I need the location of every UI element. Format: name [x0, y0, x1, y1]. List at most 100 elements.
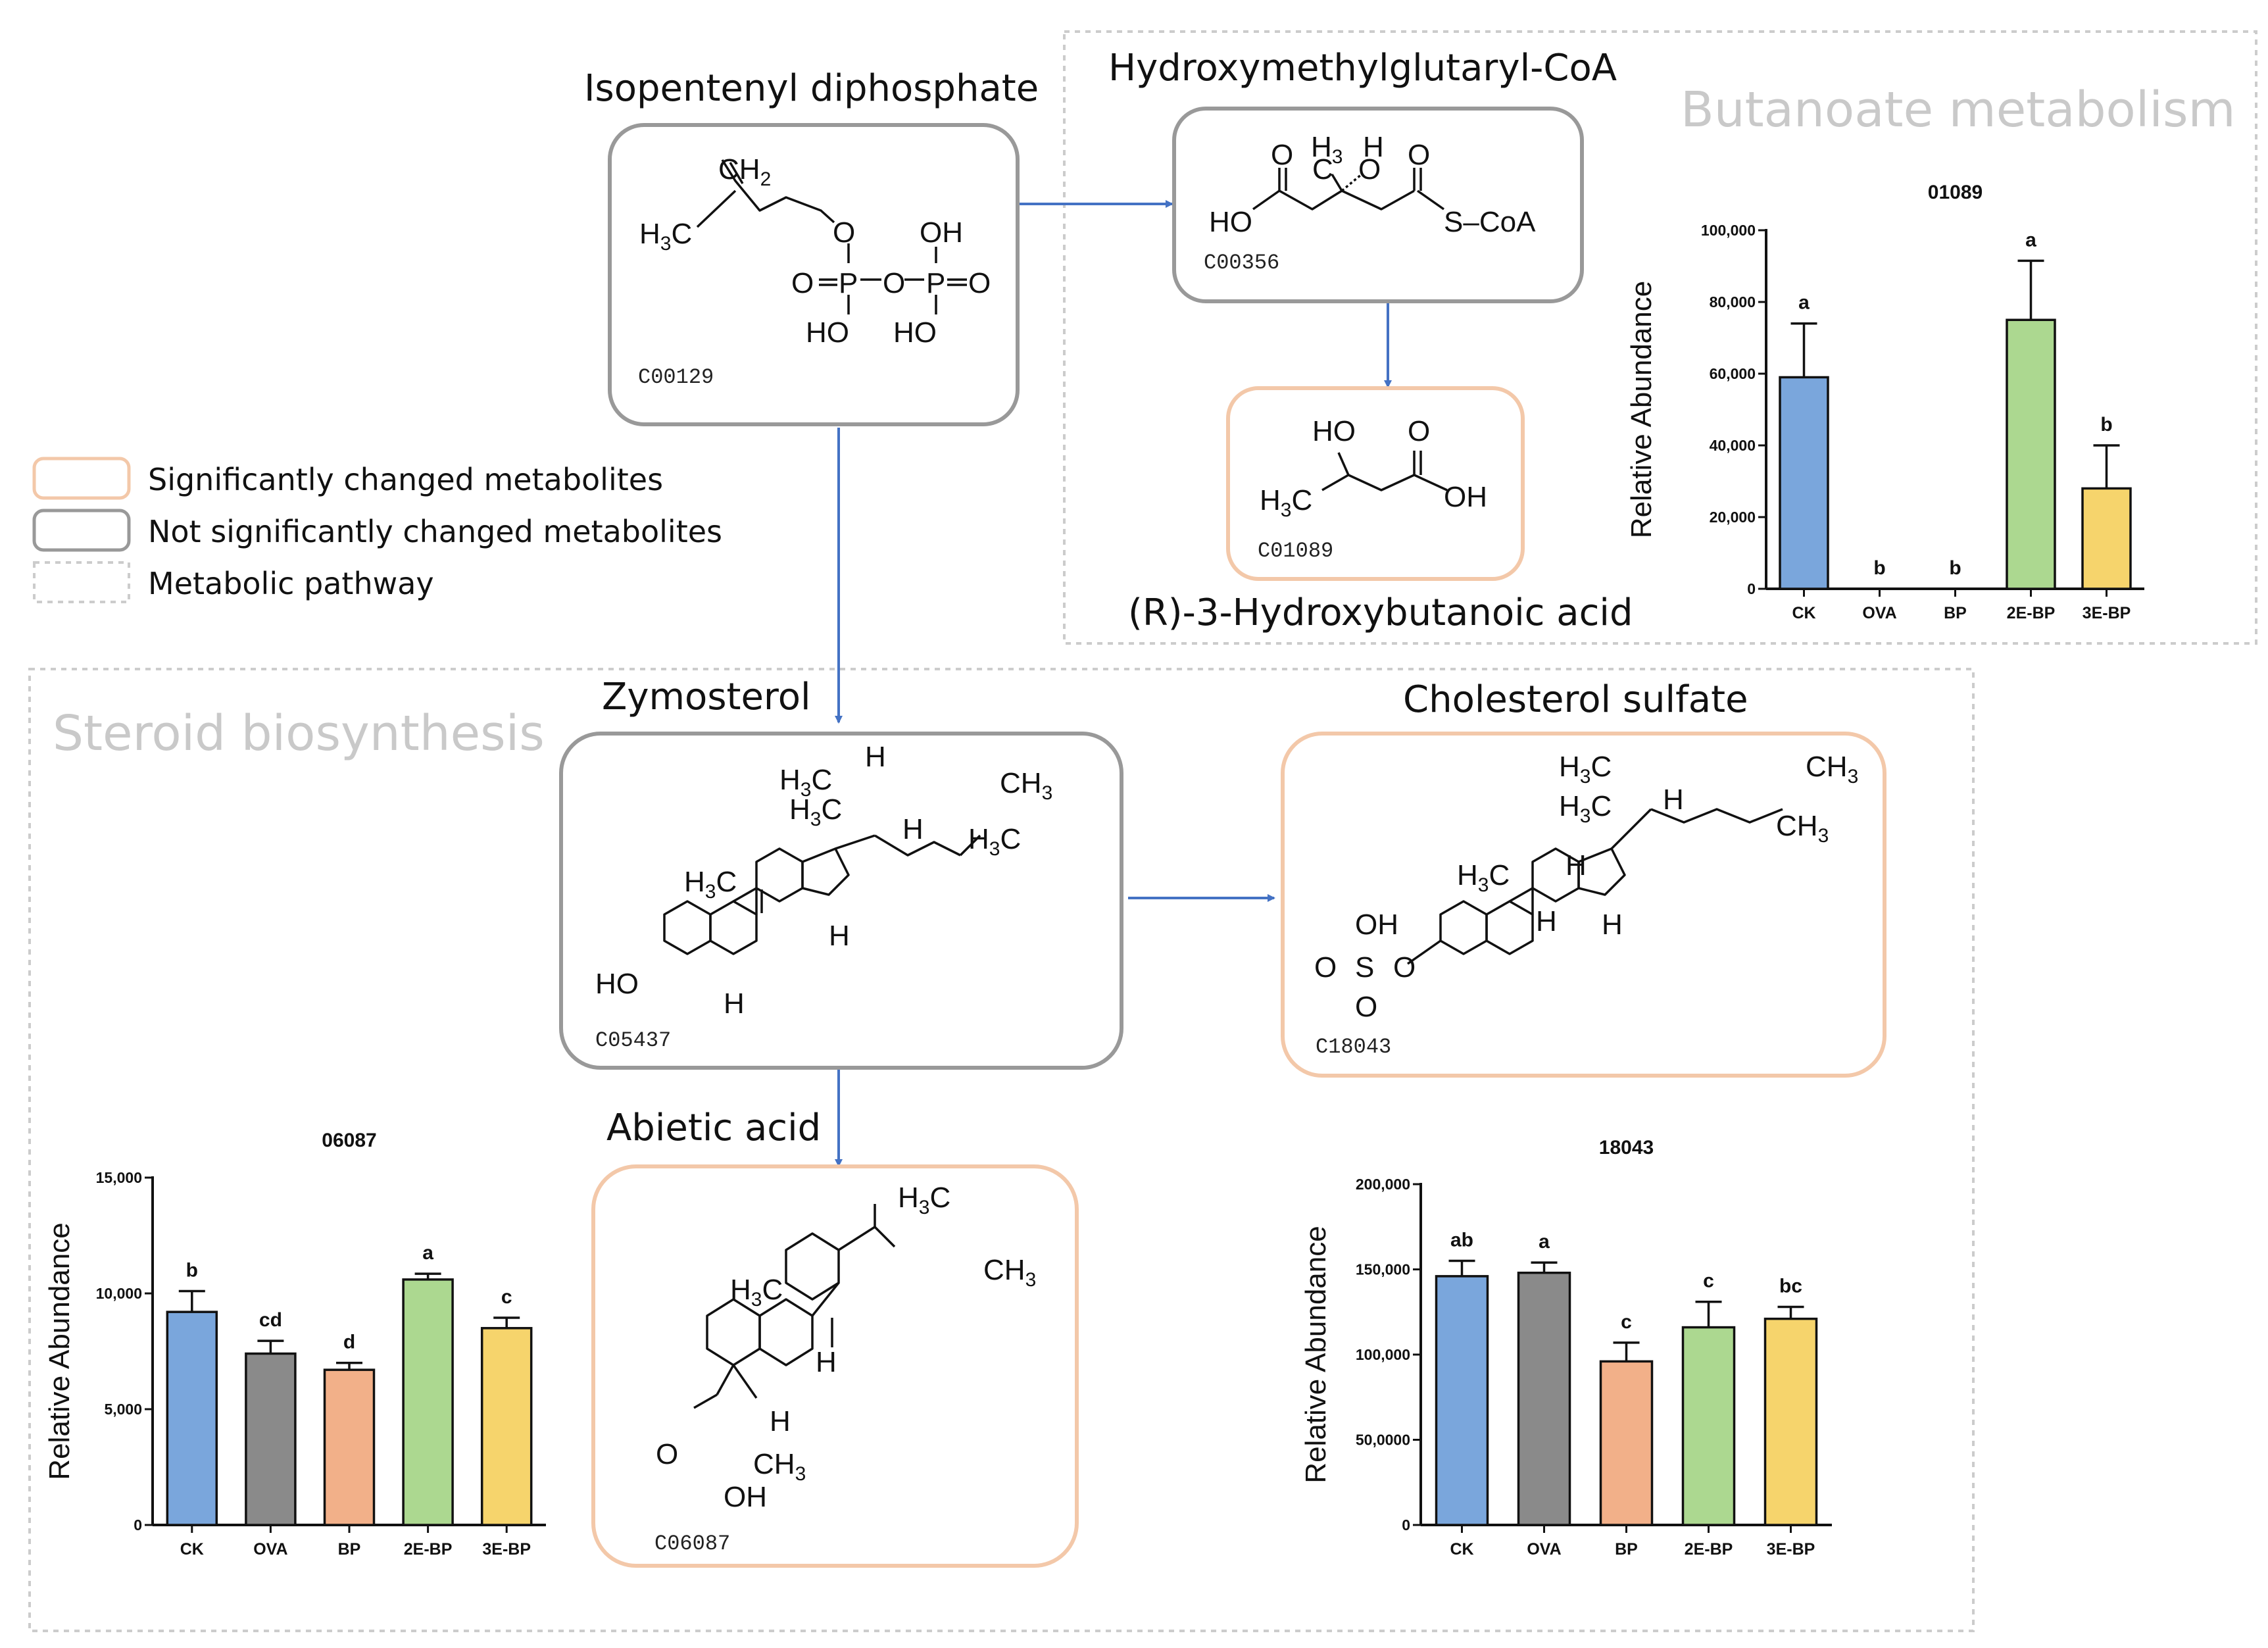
- legend-pathway-label: Metabolic pathway: [148, 566, 434, 601]
- abi-h3c-2-sub: 3: [751, 1289, 762, 1311]
- chs-ch3-1-c: CH: [1806, 751, 1848, 783]
- significance-letter: c: [1703, 1270, 1714, 1292]
- zym-h-top: H: [865, 741, 886, 773]
- ipp-ho-1: HO: [806, 316, 849, 349]
- x-tick-label: BP: [1944, 604, 1967, 622]
- ipp-h3c-c: C: [671, 218, 692, 250]
- zym-h3c-2-h: H: [789, 793, 810, 826]
- hmg-h3: H: [1311, 131, 1332, 163]
- significance-letter: b: [1949, 557, 1961, 579]
- x-tick-label: CK: [1450, 1540, 1473, 1559]
- ipp-o-mid: O: [883, 267, 905, 299]
- chs-ch3-2-c: CH: [1776, 810, 1818, 842]
- abi-o: O: [656, 1438, 678, 1470]
- zym-name: Zymosterol: [602, 676, 811, 718]
- chs-h3c-3-h: H: [1559, 751, 1580, 783]
- svg-text:CH3: CH3: [1000, 767, 1052, 804]
- chs-h3c-2-h: H: [1559, 790, 1580, 822]
- abi-ch3-2-c: CH: [753, 1448, 795, 1480]
- abi-h-1: H: [816, 1346, 837, 1378]
- hba-structure: HO O H3C OH: [1260, 415, 1487, 521]
- significance-letter: bc: [1779, 1275, 1802, 1297]
- zym-h3c-4-sub: 3: [989, 838, 1000, 860]
- y-tick-label: 100,000: [1356, 1346, 1410, 1363]
- significance-letter: c: [1621, 1311, 1632, 1333]
- chs-ch3-2-sub: 3: [1818, 825, 1829, 847]
- zym-h3c-3-c: C: [811, 764, 832, 796]
- chs-h3c-1-sub: 3: [1478, 874, 1489, 896]
- chs-o-left: O: [1314, 951, 1337, 984]
- svg-text:H3C: H3C: [779, 764, 832, 801]
- zym-h3c-1-c: C: [716, 866, 737, 898]
- chs-ch3-1-sub: 3: [1848, 766, 1859, 787]
- steroid-pathway-title: Steroid biosynthesis: [53, 705, 545, 762]
- ipp-h3c-sub: 3: [660, 233, 672, 255]
- significance-letter: b: [2100, 414, 2112, 436]
- svg-text:H3C: H3C: [1260, 484, 1312, 521]
- y-tick-label: 0: [1402, 1516, 1410, 1534]
- abi-name: Abietic acid: [606, 1107, 821, 1149]
- chs-code: C18043: [1316, 1035, 1391, 1059]
- significance-letter: b: [1873, 557, 1885, 579]
- hmg-code: C00356: [1204, 251, 1279, 275]
- bar: [1681, 1326, 1736, 1526]
- y-tick-label: 150,000: [1356, 1261, 1410, 1278]
- x-tick-label: BP: [338, 1540, 361, 1559]
- y-tick-label: 80,000: [1710, 293, 1756, 311]
- chs-name: Cholesterol sulfate: [1403, 678, 1748, 721]
- bar: [2081, 487, 2132, 590]
- svg-text:CH3: CH3: [983, 1254, 1036, 1291]
- svg-text:CH3: CH3: [1806, 751, 1858, 787]
- chs-h-3: H: [1536, 905, 1557, 937]
- svg-text:H3C: H3C: [968, 823, 1021, 860]
- zym-h3c-4-h: H: [968, 823, 989, 855]
- hba-oh: OH: [1444, 481, 1487, 513]
- chs-box: [1281, 732, 1886, 1078]
- steroid-pathway-box: [28, 668, 1975, 1632]
- ipp-ho-2: HO: [893, 316, 937, 349]
- zym-code: C05437: [595, 1028, 671, 1053]
- significance-letter: d: [343, 1332, 355, 1353]
- svg-text:H3C: H3C: [1559, 790, 1612, 827]
- chs-h3c-3-c: C: [1590, 751, 1612, 783]
- svg-text:CH2: CH2: [718, 153, 771, 190]
- zym-h-right: H: [902, 813, 924, 845]
- legend: Significantly changed metabolites Not si…: [32, 457, 722, 603]
- abi-h3c-1-c: C: [929, 1182, 950, 1214]
- hba-name: (R)-3-Hydroxybutanoic acid: [1128, 591, 1633, 634]
- bar: [1779, 376, 1829, 590]
- chs-h3c-2-c: C: [1590, 790, 1612, 822]
- y-tick-label: 40,000: [1710, 437, 1756, 454]
- chs-h-2: H: [1565, 849, 1587, 882]
- abi-structure: H3C CH3 H3C H H O OH CH3: [656, 1182, 1036, 1513]
- significance-letter: cd: [259, 1309, 282, 1331]
- chs-h-1: H: [1663, 784, 1684, 816]
- significance-letter: a: [2025, 229, 2036, 251]
- y-tick-label: 20,000: [1710, 509, 1756, 526]
- significance-letter: c: [501, 1286, 512, 1308]
- svg-text:H3C: H3C: [1457, 859, 1510, 896]
- ipp-p1: P: [839, 267, 858, 299]
- x-tick-label: OVA: [1527, 1540, 1561, 1559]
- svg-text:CH3: CH3: [753, 1448, 806, 1485]
- ipp-structure: CH2 H3C O OH O P O P O HO HO: [639, 153, 991, 349]
- bar: [166, 1311, 218, 1526]
- legend-not-significant-swatch: [32, 509, 131, 552]
- hba-code: C01089: [1258, 539, 1333, 563]
- y-tick-label: 100,000: [1701, 222, 1756, 239]
- y-tick-label: 15,000: [96, 1169, 142, 1186]
- ipp-box: [608, 123, 1020, 426]
- legend-pathway-swatch: [33, 561, 130, 603]
- svg-text:H3C: H3C: [789, 793, 842, 830]
- y-tick-label: 60,000: [1710, 365, 1756, 382]
- ipp-o-right: O: [968, 267, 991, 299]
- zym-box: [559, 732, 1123, 1070]
- ipp-h3c-h: H: [639, 218, 660, 250]
- chs-o-bottom: O: [1355, 991, 1377, 1023]
- hba-h3c-sub: 3: [1281, 499, 1292, 521]
- svg-text:H3C: H3C: [898, 1182, 950, 1218]
- ipp-o-left: O: [791, 267, 814, 299]
- zym-h3c-1-sub: 3: [705, 881, 716, 903]
- legend-significant-swatch: [32, 457, 131, 500]
